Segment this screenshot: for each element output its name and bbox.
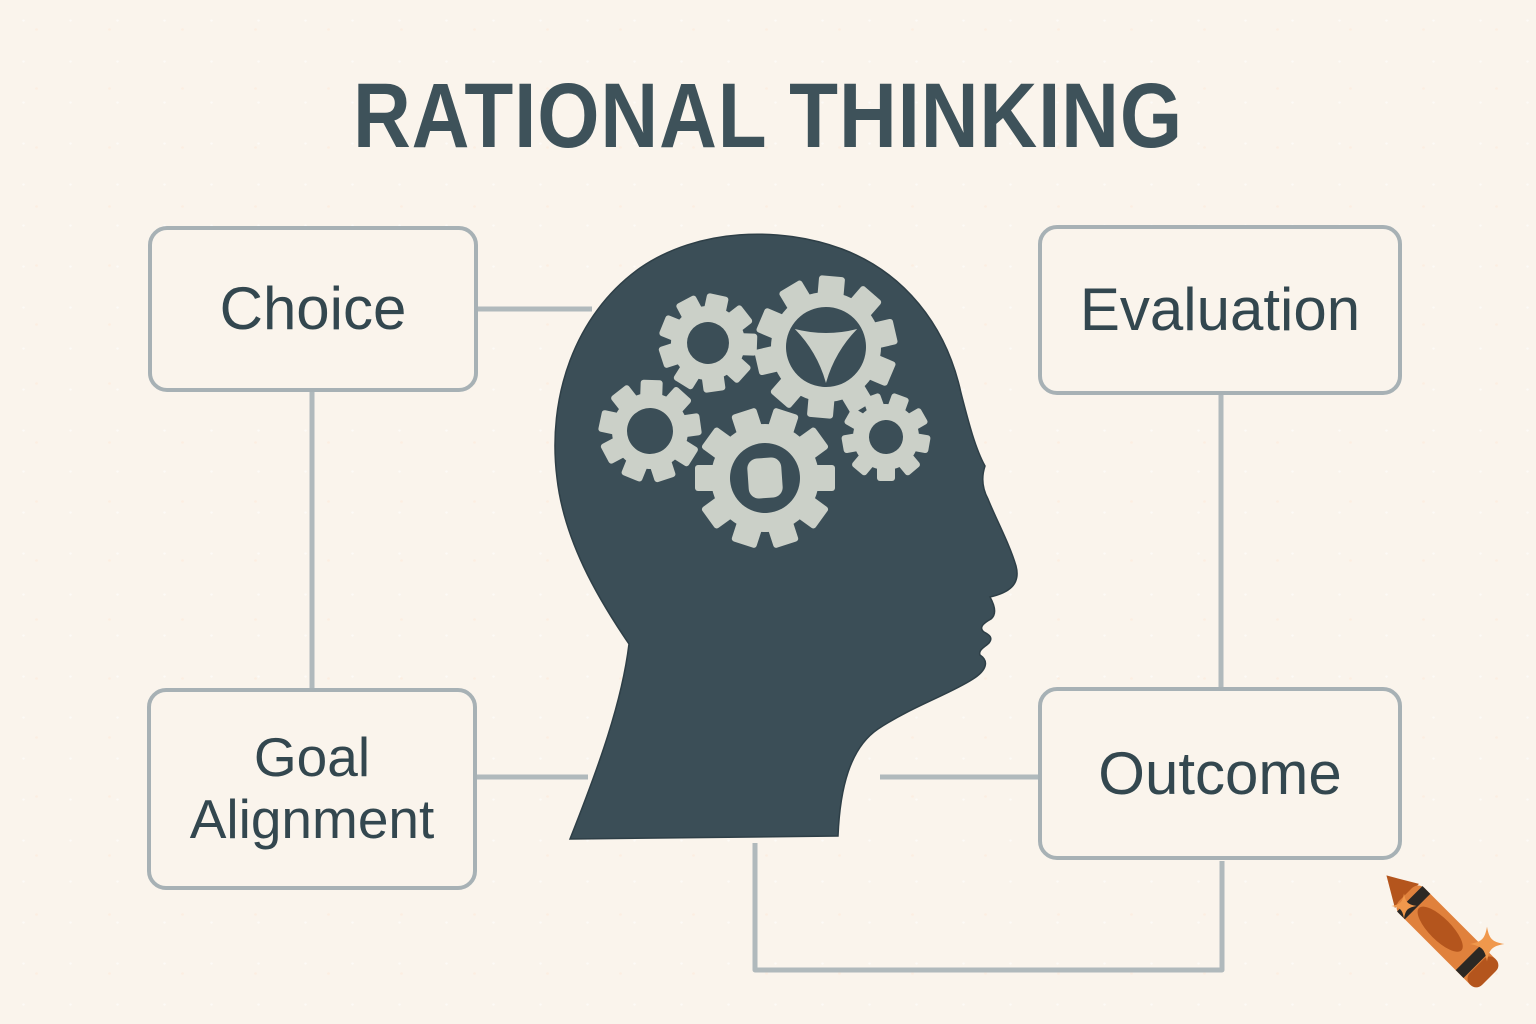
connector-head-to-outcome-bottom [752,843,1225,973]
gear-icon [695,408,835,548]
gear-icon [658,293,758,393]
node-choice: Choice [148,226,478,392]
sparkle-icon [1391,893,1417,919]
node-evaluation-label: Evaluation [1079,276,1361,344]
node-goal-alignment-label: Goal Alignment [189,726,435,850]
crayon-logo-icon [1386,875,1505,988]
page-title: RATIONAL THINKING [353,65,1183,167]
head-silhouette-illustration [554,233,1018,840]
node-outcome: Outcome [1038,687,1402,860]
gear-icon [598,379,702,483]
gear-icon [841,393,931,481]
node-outcome-label: Outcome [1098,739,1342,807]
gear-icon [754,275,898,419]
sparkle-icon [1469,926,1505,962]
node-choice-label: Choice [219,275,407,343]
node-evaluation: Evaluation [1038,225,1402,395]
node-goal-alignment: Goal Alignment [147,688,477,890]
